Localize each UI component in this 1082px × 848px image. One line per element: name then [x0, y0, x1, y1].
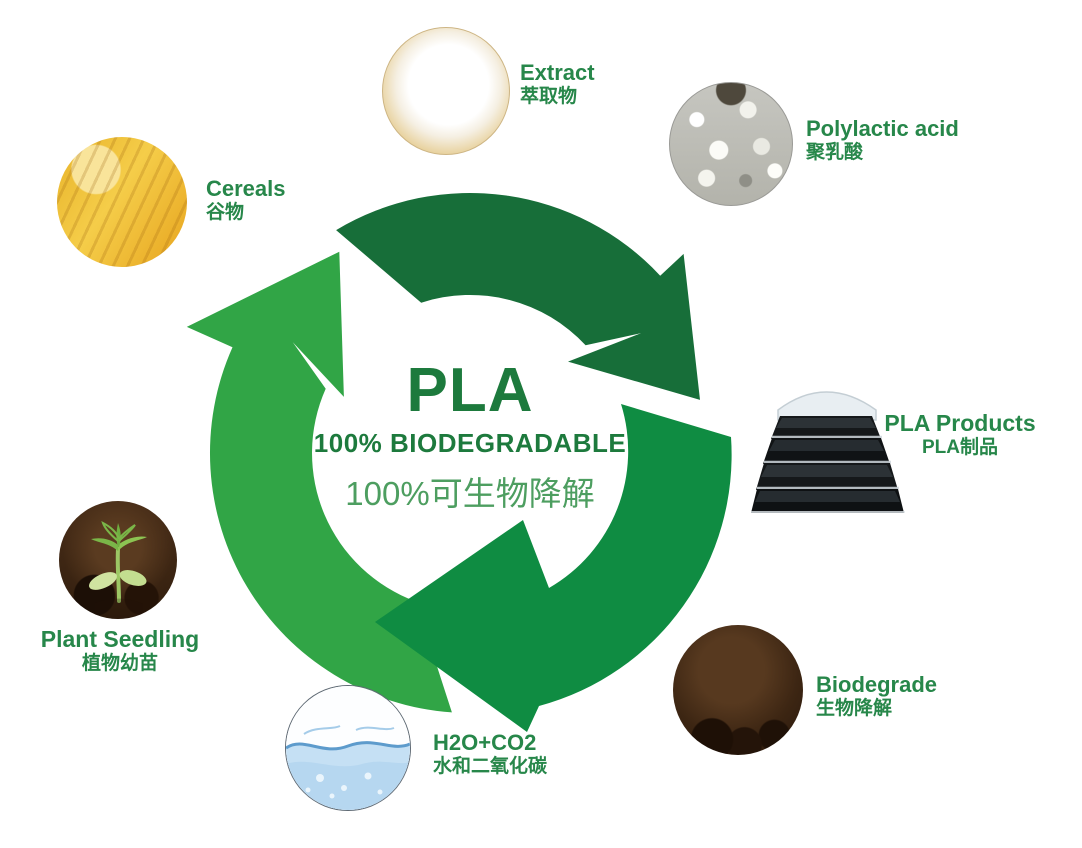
polylactic-acid-photo [669, 82, 793, 206]
label-polylactic-acid-zh: 聚乳酸 [806, 141, 864, 163]
cereals-photo [57, 137, 187, 267]
label-biodegrade-zh: 生物降解 [816, 697, 893, 719]
center-text-block: PLA 100% BIODEGRADABLE 100%可生物降解 [270, 360, 670, 515]
label-h2o-co2-zh: 水和二氧化碳 [433, 755, 548, 777]
seedling-graphic [89, 521, 147, 619]
label-plant-seedling: Plant Seedling 植物幼苗 [15, 626, 225, 676]
center-title: PLA [406, 356, 534, 425]
cycle-arrow-top [336, 192, 700, 400]
plant-seedling-photo [59, 501, 177, 619]
water-photo [285, 685, 411, 811]
label-pla-products-zh: PLA制品 [921, 437, 998, 459]
label-plant-seedling-zh: 植物幼苗 [81, 653, 158, 675]
label-pla-products: PLA Products PLA制品 [872, 410, 1048, 460]
pla-products-photo [751, 391, 905, 513]
label-extract-zh: 萃取物 [520, 85, 578, 107]
label-cereals-zh: 谷物 [206, 201, 245, 223]
label-biodegrade: Biodegrade 生物降解 [816, 672, 937, 720]
label-cereals-en: Cereals [206, 176, 286, 201]
center-subtitle-zh: 100%可生物降解 [345, 475, 595, 512]
center-subtitle-en: 100% BIODEGRADABLE [313, 428, 627, 458]
label-plant-seedling-en: Plant Seedling [40, 626, 200, 652]
label-cereals: Cereals 谷物 [206, 176, 286, 224]
cycle-arrow-bottom [375, 404, 732, 732]
label-polylactic-acid-en: Polylactic acid [806, 116, 959, 141]
cycle-arrow-left [186, 251, 452, 713]
label-h2o-co2: H2O+CO2 水和二氧化碳 [433, 730, 547, 778]
label-pla-products-en: PLA Products [884, 410, 1036, 436]
water-wave-graphic [286, 686, 410, 810]
label-polylactic-acid: Polylactic acid 聚乳酸 [806, 116, 959, 164]
extract-photo [382, 27, 510, 155]
label-biodegrade-en: Biodegrade [816, 672, 938, 697]
label-extract: Extract 萃取物 [520, 60, 595, 108]
biodegrade-photo [673, 625, 803, 755]
label-extract-en: Extract [520, 60, 595, 85]
label-h2o-co2-en: H2O+CO2 [433, 730, 537, 755]
